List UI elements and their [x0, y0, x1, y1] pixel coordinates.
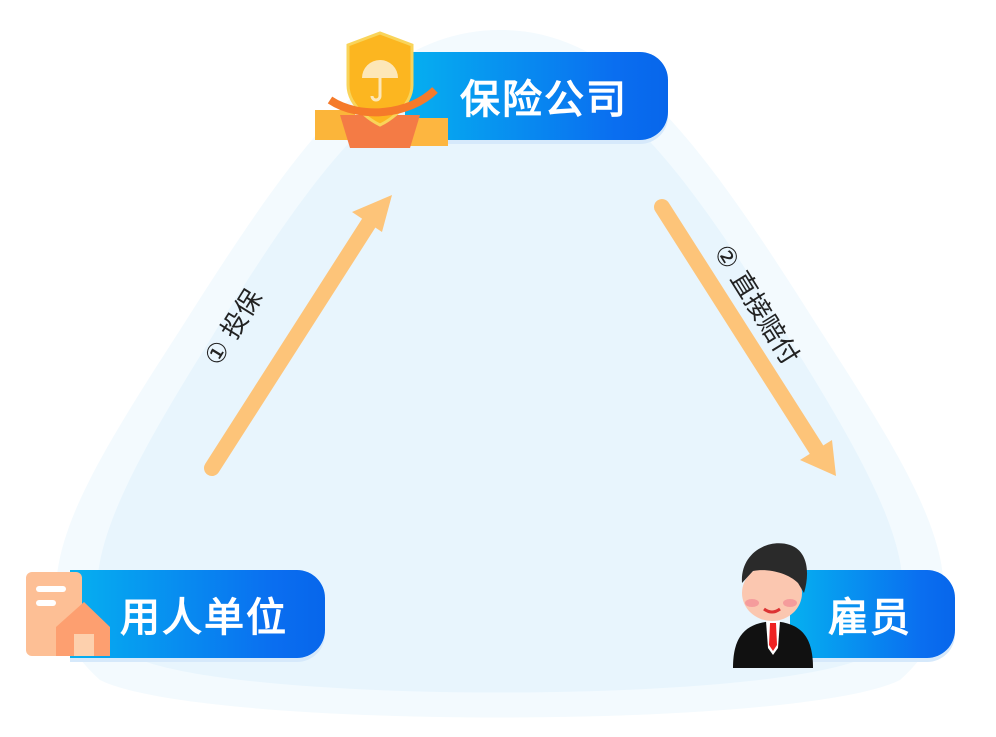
node-employee: 雇员: [790, 570, 955, 658]
node-insurer: 保险公司: [405, 52, 668, 140]
node-employer: 用人单位: [70, 570, 325, 658]
employee-avatar-icon: [733, 543, 813, 668]
arrow-employer-to-insurer: [204, 195, 392, 476]
triangle-area: [97, 60, 903, 693]
insurance-shield-icon: [315, 31, 448, 148]
building-icon: [26, 572, 110, 656]
arrow-insurer-to-employee: [654, 199, 836, 476]
